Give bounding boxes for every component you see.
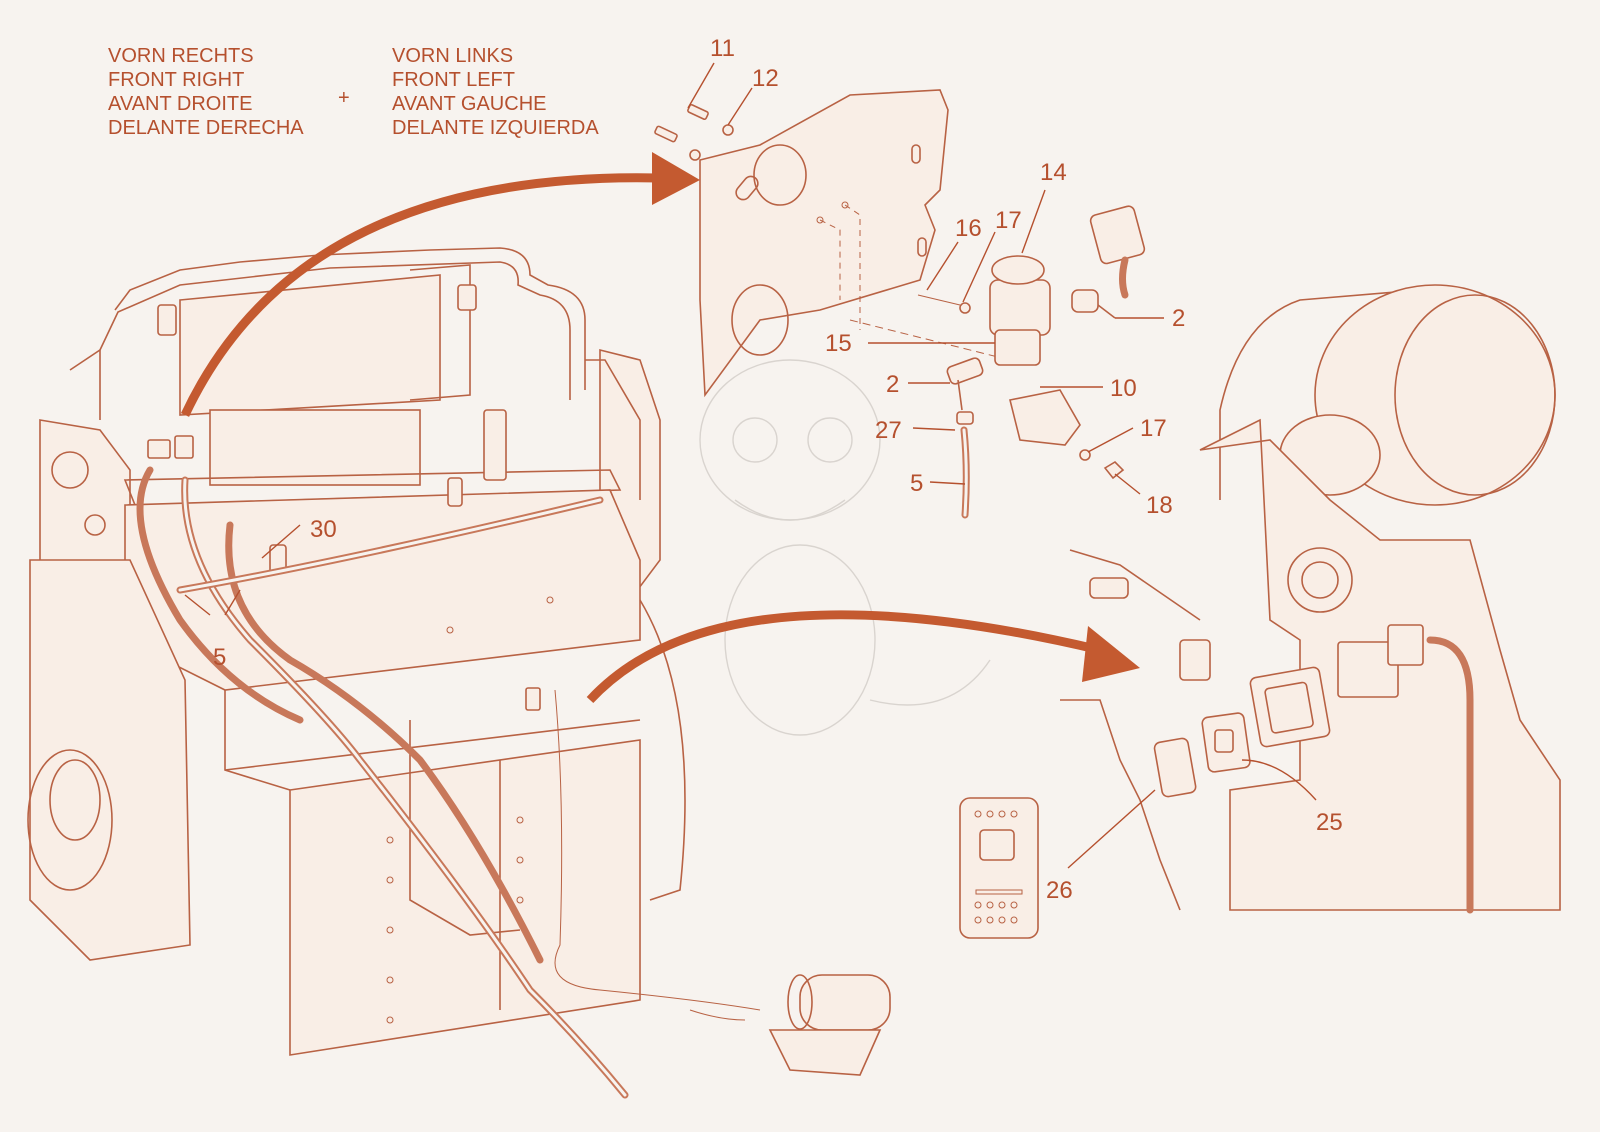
callout-17-bottom: 17 [1140,415,1167,442]
frame-hoses [136,466,761,1099]
header-left-fr: AVANT GAUCHE [392,93,546,115]
header-left-de: VORN LINKS [392,45,513,67]
machine-frame [27,247,891,1076]
header-right-fr: AVANT DROITE [108,93,252,115]
header-left-en: FRONT LEFT [392,69,515,91]
callout-16: 16 [955,215,982,242]
callout-5-frame: 5 [213,644,226,671]
bracket-plate [699,89,1011,398]
callout-11: 11 [710,35,735,62]
bolts-and-washers [654,104,734,161]
header-left-es: DELANTE IZQUIERDA [392,117,599,139]
callout-2-left: 2 [886,371,899,398]
callout-18: 18 [1146,492,1173,519]
header-plus: + [338,87,350,109]
operator-console [1060,284,1561,914]
header-right-es: DELANTE DERECHA [108,117,304,139]
callout-25: 25 [1316,809,1343,836]
frame-rivets [386,596,554,1024]
pump [799,974,891,1031]
leader-lines [184,62,1317,869]
callout-17-top: 17 [995,207,1022,234]
rocker-switches [1153,712,1251,798]
callout-30: 30 [310,516,337,543]
callout-5-hose: 5 [910,470,923,497]
header-right-en: FRONT RIGHT [108,69,244,91]
callout-12: 12 [752,65,779,92]
callout-26: 26 [1046,877,1073,904]
switch-faceplate [959,797,1039,939]
callout-2-right: 2 [1172,305,1185,332]
callout-15: 15 [825,330,852,357]
location-header: VORN RECHTS FRONT RIGHT AVANT DROITE DEL… [108,45,599,139]
header-right-de: VORN RECHTS [108,45,254,67]
solenoid-valve [917,205,1146,519]
callout-27: 27 [875,417,902,444]
part-callouts: 11 12 14 16 17 2 15 2 10 27 17 5 18 30 5… [213,35,1343,904]
callout-10: 10 [1110,375,1137,402]
callout-14: 14 [1040,159,1067,186]
watermark-mascot [699,359,991,736]
faceplate-dots [974,810,1018,924]
direction-arrows [180,152,1140,704]
